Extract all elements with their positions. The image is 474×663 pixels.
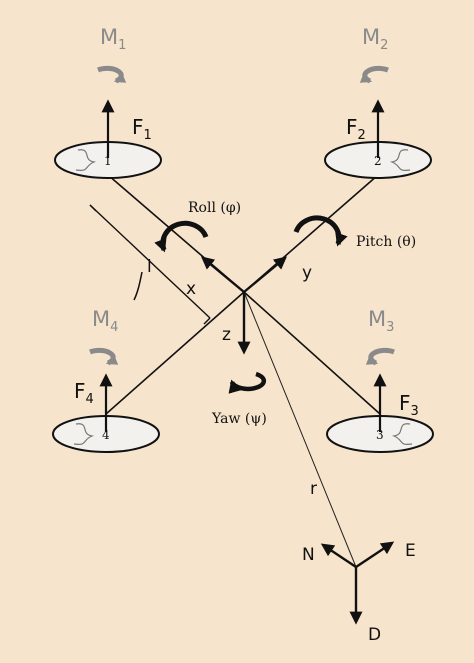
propeller-blade <box>391 423 413 445</box>
force-label: F2 <box>346 115 366 143</box>
arm-3 <box>243 291 381 415</box>
rotor-group: 1 F1 M1 2 F2 M2 3 F3 M3 4 F4 M4 <box>52 25 434 453</box>
moment-label: M1 <box>100 25 126 53</box>
roll-label: Roll (φ) <box>188 200 241 216</box>
x-axis-label: x <box>186 279 196 299</box>
moment-label: M2 <box>362 25 388 53</box>
rotor-1: 1 F1 M1 <box>54 25 162 179</box>
rotor-number: 3 <box>376 428 384 442</box>
rotor-number: 1 <box>104 154 112 168</box>
rotor-2: 2 F2 M2 <box>324 25 432 179</box>
y-axis-label: y <box>302 263 312 283</box>
z-axis-label: z <box>222 325 231 345</box>
yaw-arrow-icon <box>228 371 267 394</box>
moment-arrow-icon <box>359 65 389 84</box>
x-axis-arrow <box>200 256 245 293</box>
propeller-blade <box>73 423 95 445</box>
yaw-label: Yaw (ψ) <box>211 411 267 427</box>
propeller-blade <box>389 149 411 171</box>
east-axis-arrow <box>355 541 395 568</box>
rotor-number: 2 <box>374 154 382 168</box>
moment-arrow-icon <box>97 65 127 84</box>
moment-arrow-icon <box>89 347 119 366</box>
rotor-3: 3 F3 M3 <box>326 307 434 453</box>
roll-arrow-icon <box>154 220 209 253</box>
length-label-group: l <box>133 271 143 301</box>
arm-4 <box>105 291 245 415</box>
pitch-arrow-icon <box>293 215 348 247</box>
north-axis-arrow <box>320 543 357 568</box>
distance-line <box>243 291 357 568</box>
arm-length-bracket <box>89 204 211 325</box>
rotor-number: 4 <box>102 428 110 442</box>
y-axis-arrow <box>243 256 288 293</box>
distance-label: r <box>310 479 317 499</box>
moment-label: M3 <box>368 307 394 335</box>
force-label: F3 <box>399 391 419 419</box>
propeller-blade <box>75 149 97 171</box>
moment-arrow-icon <box>365 347 395 366</box>
down-label: D <box>368 625 381 645</box>
east-label: E <box>405 541 416 561</box>
north-label: N <box>302 545 315 565</box>
force-label: F1 <box>132 115 152 143</box>
rotor-4: 4 F4 M4 <box>52 307 160 453</box>
moment-label: M4 <box>92 307 118 335</box>
pitch-label: Pitch (θ) <box>356 234 416 250</box>
force-label: F4 <box>74 379 94 407</box>
arm-length-label: l <box>147 257 152 277</box>
